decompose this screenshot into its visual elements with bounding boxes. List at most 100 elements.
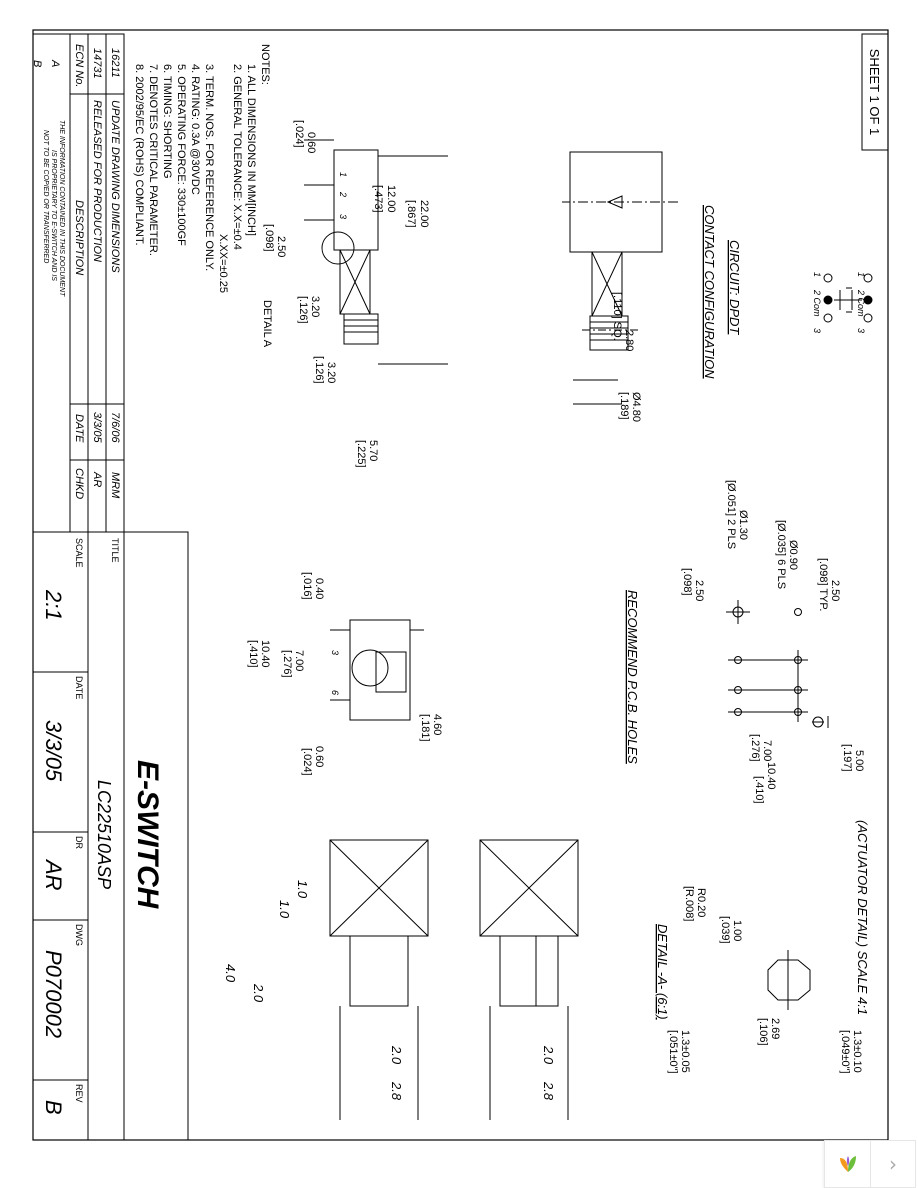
svg-text:5.00: 5.00 bbox=[853, 750, 865, 771]
svg-text:[.106]: [.106] bbox=[757, 1018, 769, 1046]
svg-text:[.126]: [.126] bbox=[297, 296, 309, 324]
svg-text:5.70: 5.70 bbox=[367, 440, 379, 461]
svg-text:2.8: 2.8 bbox=[389, 1081, 404, 1101]
actuator-detail-drawing: (ACTUATOR DETAIL) SCALE 4:1 1.0 1.0 4.0 … bbox=[223, 820, 870, 1120]
leaf-logo-svg bbox=[840, 1156, 856, 1172]
svg-text:3.20: 3.20 bbox=[325, 362, 337, 383]
svg-text:TITLE: TITLE bbox=[110, 538, 120, 563]
svg-text:3/3/05: 3/3/05 bbox=[91, 412, 103, 443]
svg-text:4.0: 4.0 bbox=[223, 964, 238, 983]
svg-text:B: B bbox=[31, 60, 43, 67]
svg-text:SHEET 1 OF 1: SHEET 1 OF 1 bbox=[867, 49, 882, 135]
svg-text:AR: AR bbox=[41, 858, 66, 891]
svg-text:THE INFORMATION CONTAINED IN T: THE INFORMATION CONTAINED IN THIS DOCUME… bbox=[58, 120, 65, 297]
svg-text:[.181]: [.181] bbox=[419, 714, 431, 742]
svg-text:4. RATING: 0.3A @30VDC: 4. RATING: 0.3A @30VDC bbox=[189, 64, 201, 195]
title-block: E-SWITCH TITLE LC22510ASP SCALE 2:1 DATE… bbox=[32, 531, 189, 1141]
svg-text:1: 1 bbox=[856, 272, 866, 277]
svg-text:RELEASED FOR PRODUCTION: RELEASED FOR PRODUCTION bbox=[91, 100, 103, 262]
svg-text:2 Com: 2 Com bbox=[856, 289, 866, 317]
svg-text:[.473]: [.473] bbox=[372, 185, 384, 213]
svg-text:2.69: 2.69 bbox=[769, 1018, 781, 1039]
svg-text:ECN No.: ECN No. bbox=[73, 44, 85, 87]
detail-a-drawing: DETAIL -A- (6:1) 1.00 [.039] R0.20 [R.00… bbox=[655, 886, 863, 1074]
svg-text:REV: REV bbox=[74, 1084, 84, 1103]
svg-text:14731: 14731 bbox=[91, 48, 103, 79]
svg-text:DATE: DATE bbox=[74, 676, 84, 699]
svg-text:7. DENOTES CRITICAL PARAMETE: 7. DENOTES CRITICAL PARAMETER. bbox=[147, 64, 159, 256]
chevron-right-icon[interactable]: › bbox=[870, 1140, 916, 1188]
svg-text:3: 3 bbox=[812, 328, 822, 333]
svg-text:0.60: 0.60 bbox=[305, 132, 317, 153]
svg-text:[.016]: [.016] bbox=[301, 572, 313, 600]
svg-text:2.50: 2.50 bbox=[829, 580, 841, 601]
svg-text:2.80: 2.80 bbox=[623, 330, 635, 351]
svg-text:NOT TO BE COPIED OR TRANSFERRE: NOT TO BE COPIED OR TRANSFERRED bbox=[42, 130, 49, 263]
svg-text:2 Com: 2 Com bbox=[812, 289, 822, 317]
svg-text:16211: 16211 bbox=[109, 48, 121, 78]
svg-text:(ACTUATOR DETAIL) SCALE 4:1: (ACTUATOR DETAIL) SCALE 4:1 bbox=[855, 820, 870, 1015]
svg-text:UPDATE DRAWING DIMENSIONS: UPDATE DRAWING DIMENSIONS bbox=[109, 100, 121, 273]
svg-text:[.098] TYP.: [.098] TYP. bbox=[817, 558, 829, 611]
svg-text:0.40: 0.40 bbox=[313, 578, 325, 599]
svg-text:LC22510ASP: LC22510ASP bbox=[94, 780, 114, 889]
contact-configuration: CONTACT CONFIGURATION CIRCUIT: DPDT 1 2 … bbox=[702, 205, 873, 379]
svg-text:[R.008]: [R.008] bbox=[683, 886, 695, 921]
svg-text:[.189]: [.189] bbox=[618, 392, 630, 420]
svg-text:DESCRIPTION: DESCRIPTION bbox=[73, 200, 85, 275]
svg-text:A: A bbox=[49, 59, 61, 67]
svg-text:3: 3 bbox=[330, 650, 340, 655]
sheet-border bbox=[32, 29, 889, 1141]
svg-text:DETAIL A: DETAIL A bbox=[261, 300, 273, 348]
svg-text:2.50: 2.50 bbox=[275, 236, 287, 257]
svg-text:3/3/05: 3/3/05 bbox=[41, 720, 66, 782]
svg-text:1: 1 bbox=[812, 272, 822, 277]
svg-text:3: 3 bbox=[338, 214, 348, 219]
svg-text:DETAIL -A- (6:1): DETAIL -A- (6:1) bbox=[655, 924, 670, 1020]
svg-text:7.00: 7.00 bbox=[761, 740, 773, 761]
svg-text:DATE: DATE bbox=[73, 414, 85, 443]
svg-text:10.40: 10.40 bbox=[765, 762, 777, 790]
svg-text:1.0: 1.0 bbox=[295, 880, 310, 899]
svg-text:[.276]: [.276] bbox=[281, 650, 293, 678]
svg-text:[Ø.051] 2 PLS: [Ø.051] 2 PLS bbox=[725, 480, 737, 549]
bottom-view-drawing: 0.40 [.016] 7.00 [.276] 10.40 [.410] 4.6… bbox=[247, 572, 443, 776]
svg-text:P070002: P070002 bbox=[41, 950, 66, 1038]
revision-letters: B A bbox=[31, 59, 61, 67]
svg-text:IS PROPRIETARY TO E-SWITCH AND: IS PROPRIETARY TO E-SWITCH AND IS bbox=[50, 150, 57, 281]
svg-text:Ø0.90: Ø0.90 bbox=[787, 540, 799, 570]
svg-text:CONTACT CONFIGURATION: CONTACT CONFIGURATION bbox=[702, 205, 717, 379]
svg-text:4.60: 4.60 bbox=[431, 714, 443, 735]
svg-text:22.00: 22.00 bbox=[418, 200, 430, 228]
svg-text:6. TIMING: SHORTING: 6. TIMING: SHORTING bbox=[161, 64, 173, 179]
svg-text:2. GENERAL TOLERANCE: X.X=±0.4: 2. GENERAL TOLERANCE: X.X=±0.4 bbox=[231, 64, 243, 250]
svg-text:1.3±0.05: 1.3±0.05 bbox=[679, 1030, 691, 1073]
svg-text:Ø4.80: Ø4.80 bbox=[630, 392, 642, 422]
svg-text:[.410]: [.410] bbox=[753, 776, 765, 804]
svg-text:X.XX=±0.25: X.XX=±0.25 bbox=[217, 234, 229, 293]
pcb-holes-drawing: RECOMMEND P.C.B. HOLES Ø0.90 [Ø.035] 6 P… bbox=[625, 480, 865, 804]
svg-text:[.225]: [.225] bbox=[355, 440, 367, 468]
svg-text:1.0: 1.0 bbox=[277, 900, 292, 919]
svg-text:CIRCUIT: DPDT: CIRCUIT: DPDT bbox=[727, 240, 742, 335]
notes-block: NOTES: 1. ALL DIMENSIONS IN MM[INCH] 2. … bbox=[133, 44, 271, 293]
svg-text:[.410]: [.410] bbox=[247, 640, 259, 668]
svg-text:0.60: 0.60 bbox=[313, 746, 325, 767]
svg-text:3. TERM. NOS. FOR REFERENCE ON: 3. TERM. NOS. FOR REFERENCE ONLY. bbox=[203, 64, 215, 271]
svg-text:1.3±0.10: 1.3±0.10 bbox=[851, 1030, 863, 1073]
svg-text:[Ø.035] 6 PLS: [Ø.035] 6 PLS bbox=[775, 520, 787, 589]
svg-text:5. OPERATING FORCE: 330±100GF: 5. OPERATING FORCE: 330±100GF bbox=[175, 64, 187, 246]
svg-text:[.276]: [.276] bbox=[749, 734, 761, 762]
svg-text:12.00: 12.00 bbox=[385, 185, 397, 213]
svg-text:RECOMMEND P.C.B. HOLES: RECOMMEND P.C.B. HOLES bbox=[625, 590, 640, 764]
svg-text:[.024]: [.024] bbox=[301, 748, 313, 776]
svg-text:2.0: 2.0 bbox=[541, 1045, 556, 1065]
svg-text:[.197]: [.197] bbox=[841, 744, 853, 772]
svg-text:[.110] SQ.: [.110] SQ. bbox=[611, 292, 623, 341]
chevron-glyph: › bbox=[889, 1152, 897, 1176]
leaf-logo-icon[interactable] bbox=[824, 1140, 872, 1188]
svg-text:3: 3 bbox=[856, 328, 866, 333]
svg-text:DR: DR bbox=[74, 836, 84, 849]
svg-text:[.051±0"]: [.051±0"] bbox=[667, 1030, 679, 1074]
